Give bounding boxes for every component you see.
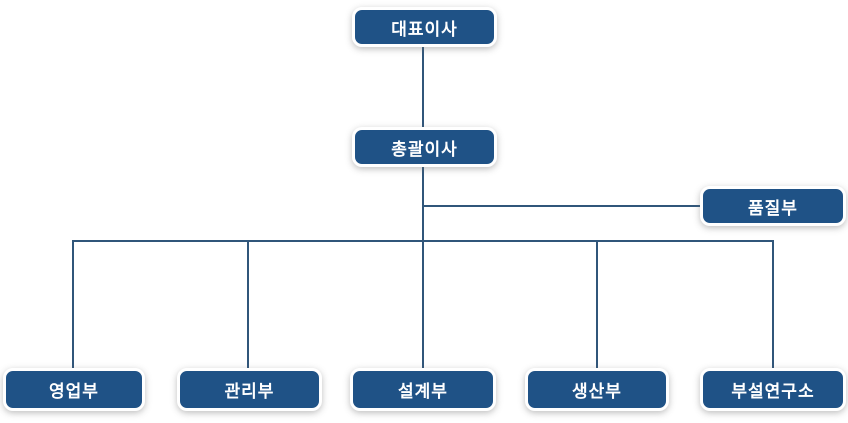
- connector-ceo-to-director: [422, 46, 424, 128]
- connector-drop-research: [772, 240, 774, 368]
- connector-drop-design: [422, 240, 424, 368]
- org-node-production-dept: 생산부: [525, 368, 669, 411]
- org-node-quality-dept-label: 품질부: [748, 198, 798, 218]
- org-node-design-dept-label: 설계부: [398, 382, 448, 401]
- connector-director-to-grid: [422, 166, 424, 242]
- org-node-research-institute: 부설연구소: [700, 368, 846, 411]
- connector-drop-admin: [247, 240, 249, 368]
- connector-branch-quality: [423, 205, 700, 207]
- org-node-sales-dept-label: 영업부: [49, 382, 99, 401]
- connector-drop-sales: [72, 240, 74, 368]
- org-node-ceo-label: 대표이사: [391, 19, 458, 39]
- org-node-production-dept-label: 생산부: [572, 382, 622, 401]
- connector-drop-production: [596, 240, 598, 368]
- org-node-ceo: 대표이사: [352, 7, 497, 47]
- org-node-executive-director-label: 총괄이사: [391, 139, 458, 159]
- org-node-sales-dept: 영업부: [3, 368, 145, 411]
- org-node-quality-dept: 품질부: [700, 186, 846, 226]
- org-node-research-institute-label: 부설연구소: [731, 382, 815, 401]
- org-node-executive-director: 총괄이사: [352, 127, 497, 167]
- org-node-design-dept: 설계부: [350, 368, 496, 411]
- org-node-admin-dept-label: 관리부: [224, 382, 275, 401]
- org-node-admin-dept: 관리부: [177, 368, 322, 411]
